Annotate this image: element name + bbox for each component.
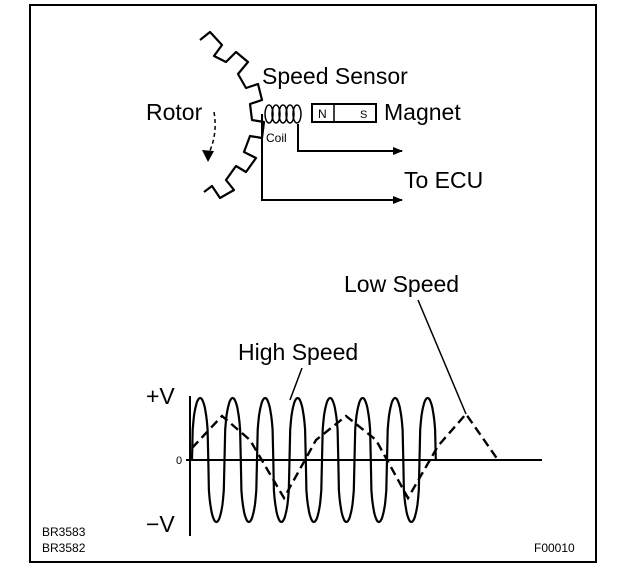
wire-lower [261,114,403,204]
figure-frame [29,4,597,563]
wire-upper [297,124,403,155]
plus-v-label: +V [146,383,175,409]
magnet-n-label: N [318,107,327,121]
high-speed-label: High Speed [238,339,358,365]
rotor-label: Rotor [146,99,203,125]
minus-v-label: −V [146,511,175,537]
coil [264,104,302,124]
zero-label: 0 [176,455,182,467]
ref-code-1: BR3583 [42,525,86,539]
ref-code-2: BR3582 [42,541,86,555]
rotation-arrow [207,111,216,156]
rotation-arrow-head [202,150,214,162]
figure-code: F00010 [534,541,575,555]
low-speed-label: Low Speed [344,271,459,297]
magnet-label: Magnet [384,99,461,125]
low-speed-waveform [191,412,499,501]
magnet-s-label: S [360,109,367,121]
high-speed-waveform [190,396,437,524]
high-speed-leader [289,367,303,401]
speed-sensor-label: Speed Sensor [262,63,408,89]
magnet-body [311,103,377,123]
coil-label: Coil [266,131,287,145]
to-ecu-label: To ECU [404,167,483,193]
low-speed-leader [417,299,467,415]
rotor-gear [199,30,266,200]
